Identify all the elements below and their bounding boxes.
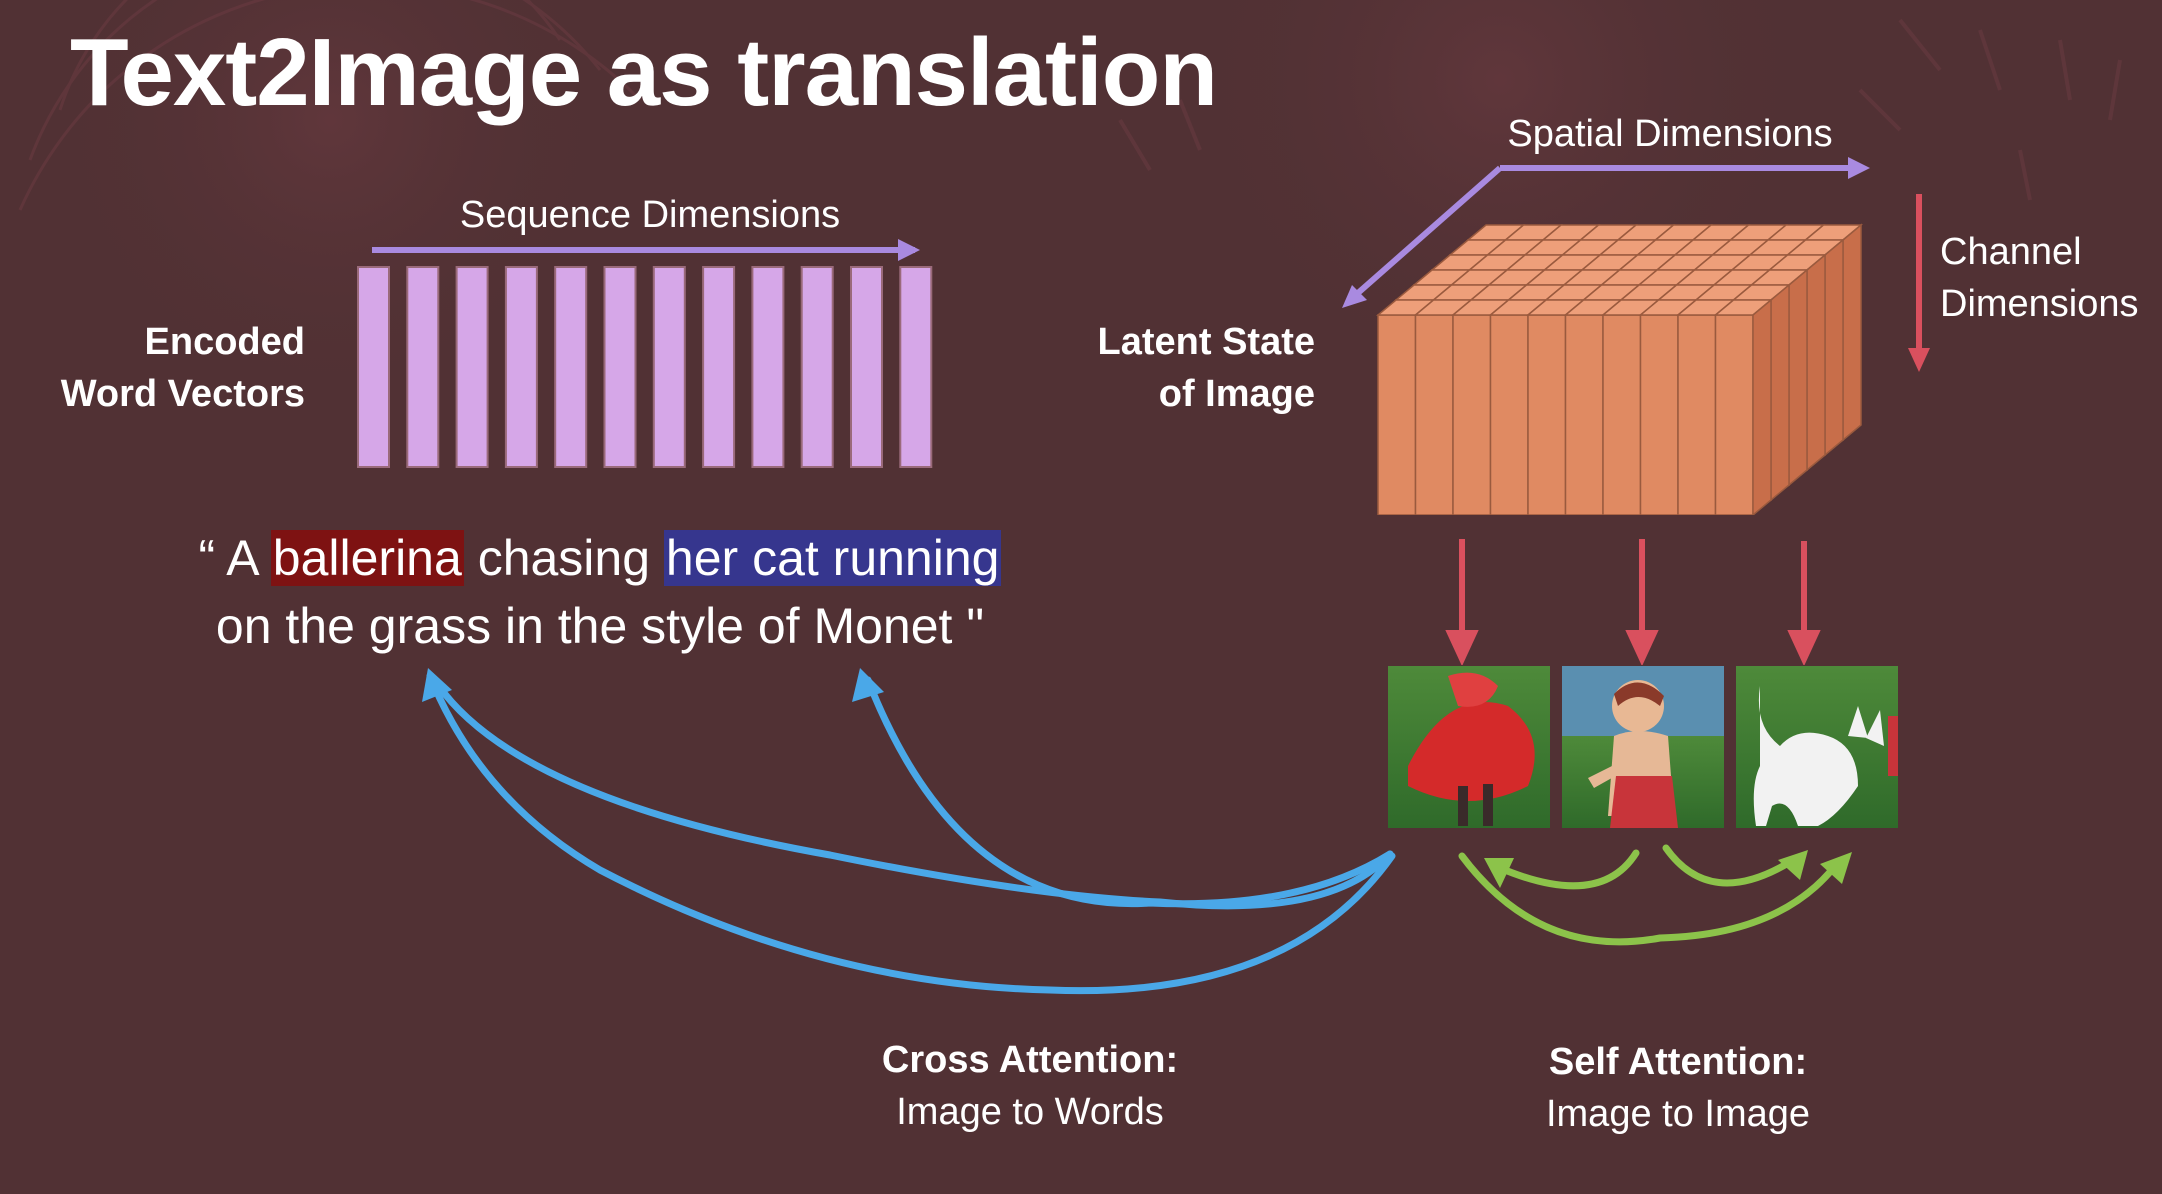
- ballerina-torso-patch: [1562, 666, 1724, 828]
- cross-attention-arrows: [426, 672, 1396, 995]
- word-vector: [603, 266, 637, 468]
- cat-patch: [1736, 666, 1898, 828]
- image-patches: [1388, 666, 1898, 828]
- word-vector: [554, 266, 588, 468]
- self-attention-label: Self Attention: Image to Image: [1545, 1041, 1811, 1135]
- latent-state-label: Latent State of Image: [1097, 321, 1315, 415]
- self-attention-arrows: [1458, 844, 1839, 946]
- word-vector: [800, 266, 834, 468]
- cross-attention-label: Cross Attention: Image to Words: [881, 1039, 1179, 1133]
- word-vector: [504, 266, 538, 468]
- word-vector: [455, 266, 489, 468]
- self-attention-arrowheads: [1484, 850, 1852, 888]
- decode-arrows: [1445, 539, 1821, 665]
- prompt-line-2: on the grass in the style of Monet ": [215, 598, 985, 654]
- sequence-dimensions-label: Sequence Dimensions: [459, 194, 841, 236]
- latent-cell: [1713, 298, 1774, 515]
- word-vector: [652, 266, 686, 468]
- word-vector: [850, 266, 883, 468]
- word-vector: [751, 266, 785, 468]
- highlight-ballerina: ballerina: [270, 530, 464, 586]
- word-vector: [899, 266, 933, 468]
- highlight-her-cat-running: her cat running: [663, 530, 1002, 586]
- word-vectors: [357, 266, 933, 468]
- prompt-text: “ A ballerina chasing her cat running on…: [110, 524, 1090, 660]
- spatial-axis-arrows: [1342, 157, 1870, 308]
- sequence-axis-arrow: [372, 239, 920, 261]
- prompt-line-1: “ A ballerina chasing her cat running: [198, 530, 1002, 586]
- encoded-word-vectors-label: Encoded Word Vectors: [60, 321, 305, 415]
- slide-title: Text2Image as translation: [70, 19, 1218, 126]
- cross-attention-arrowheads: [422, 668, 884, 702]
- word-vector: [357, 266, 390, 468]
- latent-cell: [1375, 299, 1436, 515]
- ballerina-dress-patch: [1388, 666, 1550, 828]
- word-vector: [702, 266, 736, 468]
- spatial-dimensions-label: Spatial Dimensions: [1507, 113, 1833, 155]
- channel-axis-arrow: [1908, 194, 1930, 372]
- latent-cube: [1375, 223, 1864, 515]
- word-vector: [406, 266, 440, 468]
- channel-dimensions-label: Channel Dimensions: [1940, 231, 2139, 325]
